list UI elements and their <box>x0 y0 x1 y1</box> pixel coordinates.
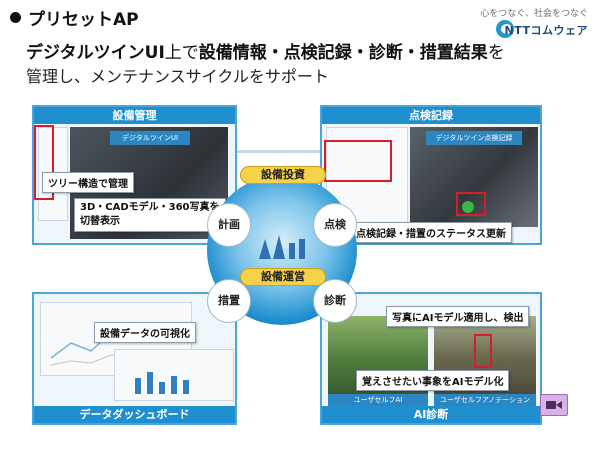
marker-highlight <box>456 192 486 216</box>
caption-user-self-ai: ユーザセルフAI <box>328 394 428 406</box>
title-bullet <box>10 12 21 23</box>
callout-ai-model: 覚えさせたい事象をAIモデル化 <box>356 370 509 391</box>
callout-3d-switch: 3D・CADモデル・360写真を切替表示 <box>74 198 226 232</box>
cycle-step-inspect[interactable]: 点検 <box>313 203 357 247</box>
cycle-step-plan[interactable]: 計画 <box>207 203 251 247</box>
page-title: プリセットAP <box>28 5 139 30</box>
callout-visualization: 設備データの可視化 <box>94 322 196 343</box>
subheadline: 管理し、メンテナンスサイクルをサポート <box>26 63 329 87</box>
pill-operations[interactable]: 設備運営 <box>240 268 326 286</box>
headline-prefix: デジタルツインUI <box>26 43 165 63</box>
quadrant-title: データダッシュボード <box>34 406 235 423</box>
cycle-step-remedy[interactable]: 措置 <box>207 279 251 323</box>
quadrant-title: 点検記録 <box>322 107 540 124</box>
headline-suffix: を <box>488 43 505 63</box>
dashboard-bar-panel[interactable] <box>114 349 234 401</box>
headline-mid: 上で <box>165 43 199 63</box>
brand-logo-text: NTTコムウェア <box>505 22 588 38</box>
screen-caption: デジタルツインUI <box>110 131 190 145</box>
headline: デジタルツインUI上で設備情報・点検記録・診断・措置結果を <box>26 38 505 63</box>
annotation-box <box>474 334 492 368</box>
facility-icon <box>255 233 311 261</box>
callout-tree: ツリー構造で管理 <box>42 172 134 193</box>
maintenance-cycle: 計画 点検 措置 診断 <box>205 175 365 325</box>
pill-capital-investment[interactable]: 設備投資 <box>240 166 326 184</box>
brand-tagline: 心をつなぐ、社会をつなぐ <box>480 6 588 19</box>
callout-status-update: 点検記録・措置のステータス更新 <box>350 222 512 243</box>
headline-bold: 設備情報・点検記録・診断・措置結果 <box>199 43 488 63</box>
callout-ai-detect: 写真にAIモデル適用し、検出 <box>386 306 529 327</box>
callout-line: 切替表示 <box>80 215 220 229</box>
screen-caption: デジタルツイン点検記録 <box>426 131 522 145</box>
dashboard-bar-chart <box>115 350 233 400</box>
callout-line: 3D・CADモデル・360写真を <box>80 201 220 215</box>
video-play-icon[interactable] <box>540 394 568 416</box>
caption-user-self-annotation: ユーザセルフアノテーション <box>434 394 536 406</box>
quadrant-title: AI診断 <box>322 406 540 423</box>
quadrant-title: 設備管理 <box>34 107 235 124</box>
